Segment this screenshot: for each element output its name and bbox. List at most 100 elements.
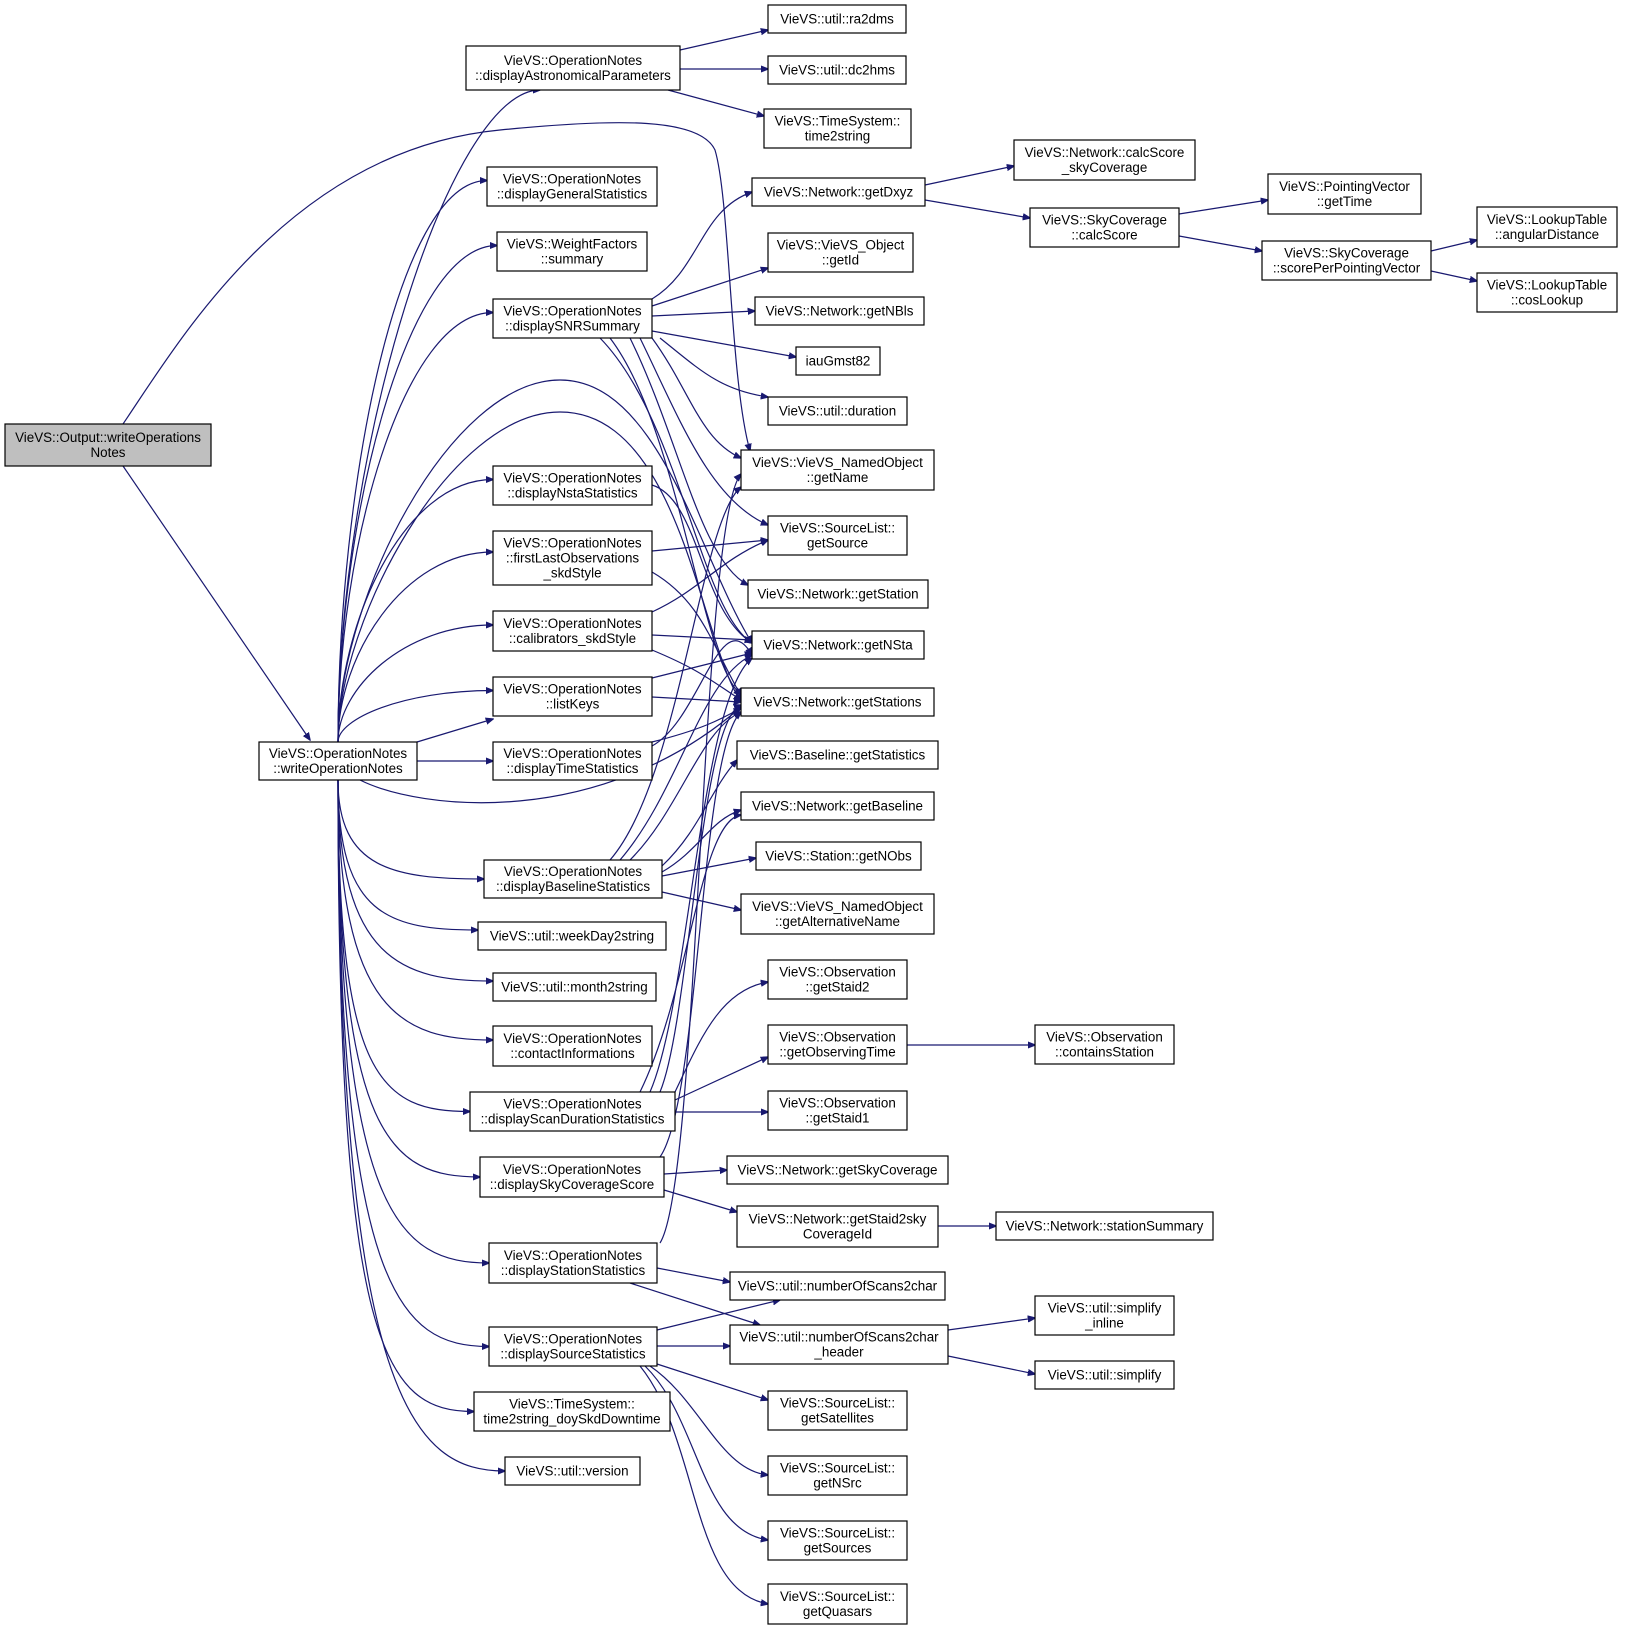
node-box: [995, 1211, 1214, 1241]
node-getsky[interactable]: VieVS::Network::getSkyCoverage: [726, 1155, 949, 1185]
node-label: VieVS::Network::getDxyz: [764, 185, 914, 200]
node-gdxyz[interactable]: VieVS::Network::getDxyz: [751, 177, 926, 207]
node-dts[interactable]: VieVS::OperationNotes::displayTimeStatis…: [492, 741, 653, 781]
edge-nos2ch-simp: [947, 1355, 1035, 1374]
node-getnsrc[interactable]: VieVS::SourceList::getNSrc: [767, 1455, 908, 1496]
node-box: [492, 972, 657, 1002]
edge-dts-getnsta: [651, 640, 752, 747]
edge-dap-ra2dms: [679, 30, 768, 51]
node-getstation[interactable]: VieVS::Network::getStation: [747, 579, 929, 609]
edge-won-dss: [337, 779, 489, 1263]
edge-dsnr-getnsta: [599, 337, 752, 643]
node-dur[interactable]: VieVS::util::duration: [767, 396, 908, 426]
node-box: [469, 1091, 676, 1132]
node-dsds[interactable]: VieVS::OperationNotes::displayScanDurati…: [469, 1091, 676, 1132]
node-getnsta[interactable]: VieVS::Network::getNSta: [751, 630, 925, 660]
node-dbs[interactable]: VieVS::OperationNotes::displayBaselineSt…: [483, 859, 663, 899]
node-cal[interactable]: VieVS::OperationNotes::calibrators_skdSt…: [492, 610, 653, 652]
node-staid1[interactable]: VieVS::Observation::getStaid1: [767, 1090, 908, 1131]
node-nos2ch[interactable]: VieVS::util::numberOfScans2char_header: [729, 1324, 949, 1365]
node-t2sdoy[interactable]: VieVS::TimeSystem::time2string_doySkdDow…: [473, 1391, 671, 1432]
node-box: [767, 1090, 908, 1131]
node-box: [486, 166, 658, 207]
node-box: [1034, 1295, 1175, 1336]
node-box: [736, 1205, 939, 1248]
node-calcscore[interactable]: VieVS::SkyCoverage::calcScore: [1029, 207, 1180, 248]
edge-dss-getname: [659, 474, 741, 1244]
edge-dnsta-getnsta: [651, 484, 752, 643]
node-getstations[interactable]: VieVS::Network::getStations: [740, 687, 935, 717]
node-box: [1013, 139, 1196, 181]
node-ra2dms[interactable]: VieVS::util::ra2dms: [767, 4, 907, 34]
node-getname[interactable]: VieVS::VieVS_NamedObject::getName: [740, 449, 935, 491]
node-label: VieVS::Observation: [1046, 1030, 1163, 1045]
node-label: VieVS::Network::getStation: [757, 587, 918, 602]
node-blstat[interactable]: VieVS::Baseline::getStatistics: [736, 740, 939, 770]
node-label: VieVS::LookupTable: [1487, 278, 1607, 293]
node-m2s[interactable]: VieVS::util::month2string: [492, 972, 657, 1002]
node-dss[interactable]: VieVS::OperationNotes::displayStationSta…: [488, 1242, 658, 1284]
node-getsat[interactable]: VieVS::SourceList::getSatellites: [767, 1390, 908, 1431]
node-ver[interactable]: VieVS::util::version: [504, 1456, 641, 1486]
node-label: VieVS::PointingVector: [1279, 179, 1410, 194]
node-dsrc[interactable]: VieVS::OperationNotes::displaySourceStat…: [488, 1326, 658, 1367]
node-label: getNSrc: [813, 1476, 862, 1491]
edge-lk-getnsta: [651, 653, 752, 679]
node-angdist[interactable]: VieVS::LookupTable::angularDistance: [1476, 206, 1618, 248]
call-nodes: VieVS::Output::writeOperationsNotesVieVS…: [4, 4, 1618, 1625]
node-lk[interactable]: VieVS::OperationNotes::listKeys: [492, 676, 653, 717]
node-staid2[interactable]: VieVS::Observation::getStaid2: [767, 959, 908, 1000]
node-ci[interactable]: VieVS::OperationNotes::contactInformatio…: [492, 1025, 653, 1067]
node-stsum[interactable]: VieVS::Network::stationSummary: [995, 1211, 1214, 1241]
node-getnbls[interactable]: VieVS::Network::getNBls: [754, 296, 925, 326]
node-getalt[interactable]: VieVS::VieVS_NamedObject::getAlternative…: [740, 893, 935, 935]
node-getsource[interactable]: VieVS::SourceList::getSource: [767, 515, 908, 556]
node-label: ::displayTimeStatistics: [507, 761, 639, 776]
node-simp[interactable]: VieVS::util::simplify: [1034, 1360, 1175, 1390]
node-label: ::getObservingTime: [779, 1045, 895, 1060]
node-pvtime[interactable]: VieVS::PointingVector::getTime: [1267, 173, 1422, 215]
node-getquasars[interactable]: VieVS::SourceList::getQuasars: [767, 1583, 908, 1625]
node-sppv[interactable]: VieVS::SkyCoverage::scorePerPointingVect…: [1261, 240, 1432, 281]
node-dsnr[interactable]: VieVS::OperationNotes::displaySNRSummary: [492, 298, 653, 339]
node-flo[interactable]: VieVS::OperationNotes::firstLastObservat…: [492, 530, 653, 586]
edge-won-dsrc: [337, 779, 489, 1347]
node-label: VieVS::Observation: [779, 1030, 896, 1045]
node-box: [496, 231, 648, 272]
node-dc2hms[interactable]: VieVS::util::dc2hms: [767, 55, 907, 85]
node-label: ::summary: [541, 252, 604, 267]
node-getbl[interactable]: VieVS::Network::getBaseline: [740, 791, 935, 821]
node-label: VieVS::OperationNotes: [503, 172, 642, 187]
node-box: [767, 232, 914, 273]
node-dap[interactable]: VieVS::OperationNotes::displayAstronomic…: [465, 45, 681, 91]
node-t2s[interactable]: VieVS::TimeSystem::time2string: [763, 108, 912, 149]
node-wfs[interactable]: VieVS::WeightFactors::summary: [496, 231, 648, 272]
node-box: [479, 1156, 665, 1198]
edge-flo-getsource: [651, 540, 768, 552]
node-dscs[interactable]: VieVS::OperationNotes::displaySkyCoverag…: [479, 1156, 665, 1198]
node-containsst[interactable]: VieVS::Observation::containsStation: [1034, 1024, 1175, 1065]
edge-won-m2s: [337, 779, 493, 981]
node-calcscoresky[interactable]: VieVS::Network::calcScore_skyCoverage: [1013, 139, 1196, 181]
node-iau[interactable]: iauGmst82: [795, 346, 881, 376]
node-label: getSatellites: [801, 1411, 874, 1426]
node-obstime[interactable]: VieVS::Observation::getObservingTime: [767, 1024, 908, 1065]
node-simpinl[interactable]: VieVS::util::simplify_inline: [1034, 1295, 1175, 1336]
node-label: VieVS::SkyCoverage: [1284, 246, 1409, 261]
edge-won-dscs: [337, 779, 480, 1177]
node-nos2c[interactable]: VieVS::util::numberOfScans2char: [729, 1271, 946, 1301]
node-won[interactable]: VieVS::OperationNotes::writeOperationNot…: [258, 741, 418, 781]
node-box: [504, 1456, 641, 1486]
node-label: VieVS::util::version: [516, 1464, 628, 1479]
node-getid[interactable]: VieVS::VieVS_Object::getId: [767, 232, 914, 273]
node-coslook[interactable]: VieVS::LookupTable::cosLookup: [1476, 272, 1618, 313]
node-dnsta[interactable]: VieVS::OperationNotes::displayNstaStatis…: [492, 465, 653, 506]
edge-dscs-staid2sky: [663, 1189, 737, 1212]
edge-root-won: [122, 465, 310, 740]
node-getnobs[interactable]: VieVS::Station::getNObs: [755, 841, 922, 871]
node-wd2s[interactable]: VieVS::util::weekDay2string: [477, 921, 667, 951]
node-getsources[interactable]: VieVS::SourceList::getSources: [767, 1520, 908, 1561]
node-dgs[interactable]: VieVS::OperationNotes::displayGeneralSta…: [486, 166, 658, 207]
